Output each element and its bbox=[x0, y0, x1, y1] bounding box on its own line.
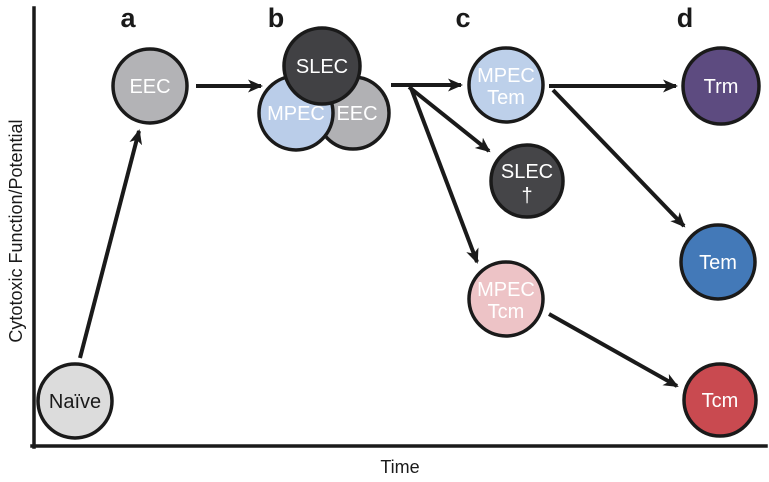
stage-labels: a b c d bbox=[120, 3, 693, 33]
x-axis-label: Time bbox=[380, 457, 419, 477]
mpec-b-label: MPEC bbox=[267, 103, 325, 125]
mpec-tem-circle bbox=[467, 46, 545, 124]
node-effector-pool: MPEC EEC SLEC bbox=[257, 26, 391, 152]
mpec-tcm-label-line1: MPEC bbox=[477, 279, 535, 301]
stage-label-d: d bbox=[677, 3, 694, 33]
eec-b-label: EEC bbox=[336, 103, 377, 125]
arrow-mpec-tcm-to-tcm bbox=[548, 312, 679, 388]
node-eec-a: EEC bbox=[111, 47, 189, 125]
arrow-naive-to-eec bbox=[78, 129, 143, 359]
axes bbox=[30, 6, 768, 449]
tem-label: Tem bbox=[699, 252, 737, 274]
naive-label: Naïve bbox=[49, 391, 101, 413]
mpec-tcm-circle bbox=[467, 260, 545, 338]
slec-death-label: SLEC bbox=[501, 161, 553, 183]
node-tem: Tem bbox=[679, 223, 757, 301]
node-tcm: Tcm bbox=[682, 362, 758, 438]
node-slec-death: SLEC † bbox=[489, 143, 565, 219]
slec-b-label: SLEC bbox=[296, 56, 348, 78]
y-axis-label: Cytotoxic Function/Potential bbox=[6, 119, 26, 342]
tcm-label: Tcm bbox=[702, 390, 739, 412]
tem-circle bbox=[679, 223, 757, 301]
node-mpec-tem: MPEC Tem bbox=[467, 46, 545, 124]
arrow-mpec-tem-to-tem bbox=[551, 88, 686, 228]
cell-nodes: Naïve EEC MPEC EEC SLEC MPEC Tem SLEC † … bbox=[36, 26, 761, 440]
eec-a-label: EEC bbox=[129, 76, 170, 98]
mpec-tem-label-line2: Tem bbox=[487, 87, 525, 109]
slec-b-circle bbox=[282, 26, 362, 106]
eec-a-circle bbox=[111, 47, 189, 125]
node-mpec-tcm: MPEC Tcm bbox=[467, 260, 545, 338]
transition-arrows bbox=[78, 78, 686, 388]
node-naive: Naïve bbox=[36, 362, 114, 440]
dagger-icon: † bbox=[521, 185, 532, 207]
trm-label: Trm bbox=[704, 76, 739, 98]
mpec-tem-label-line1: MPEC bbox=[477, 65, 535, 87]
arrow-pool-to-mpec-tcm bbox=[409, 87, 479, 264]
stage-label-b: b bbox=[268, 3, 285, 33]
stage-label-c: c bbox=[455, 3, 470, 33]
tcm-circle bbox=[682, 362, 758, 438]
arrow-pool-to-slec-death bbox=[407, 85, 491, 153]
slec-death-circle bbox=[489, 143, 565, 219]
node-trm: Trm bbox=[681, 46, 761, 126]
trm-circle bbox=[681, 46, 761, 126]
mpec-tcm-label-line2: Tcm bbox=[488, 301, 525, 323]
stage-label-a: a bbox=[120, 3, 136, 33]
naive-circle bbox=[36, 362, 114, 440]
